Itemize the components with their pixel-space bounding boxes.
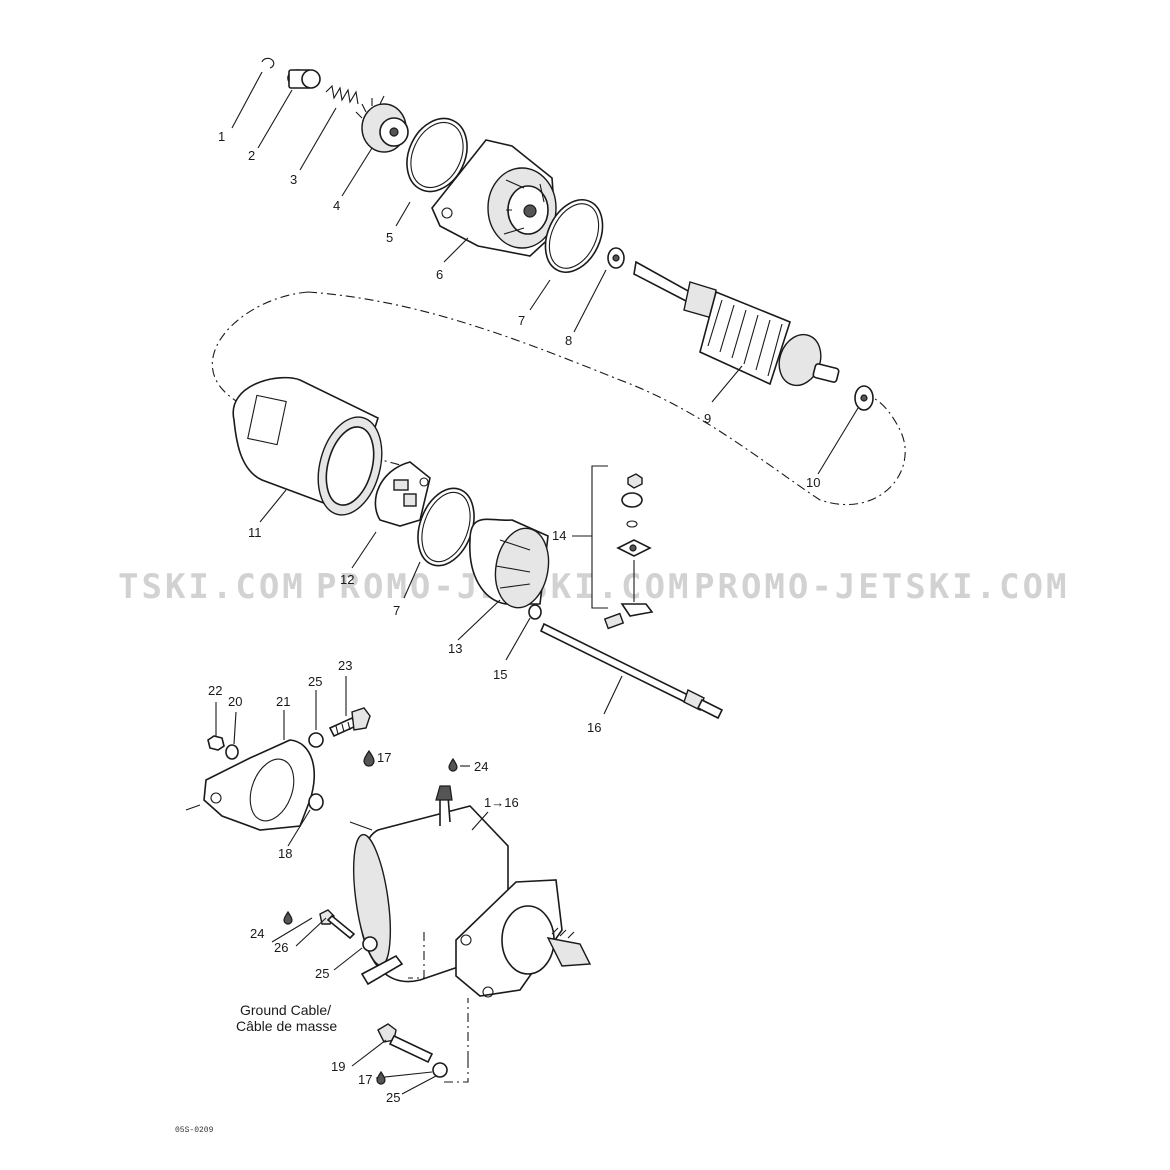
bolt-23-part	[328, 707, 371, 738]
washer-18-part	[308, 793, 324, 811]
callout-15: 15	[493, 667, 507, 682]
o-ring-part	[406, 117, 468, 193]
yoke-frame-part	[232, 376, 383, 516]
callout-4: 4	[333, 198, 340, 213]
stop-collar-part	[287, 69, 321, 89]
callout-18: 18	[278, 846, 292, 861]
end-cover-part	[469, 518, 550, 609]
loctite-drop-icon	[363, 749, 375, 767]
lock-washer-part	[225, 744, 239, 760]
callout-5: 5	[386, 230, 393, 245]
callout-19: 19	[331, 1059, 345, 1074]
watermark-right: PROMO-JETSKI.COM	[694, 567, 1070, 607]
ground-cable-lug-part	[360, 954, 404, 986]
callout-7-upper: 7	[518, 313, 525, 328]
callout-8: 8	[565, 333, 572, 348]
loctite-drop-icon	[283, 910, 293, 925]
callout-26: 26	[274, 940, 288, 955]
callout-16: 16	[587, 720, 601, 735]
circlip-part	[261, 57, 275, 69]
callout-25-upper: 25	[308, 674, 322, 689]
callout-22: 22	[208, 683, 222, 698]
spring-part	[325, 84, 359, 105]
starter-motor-assembly	[349, 785, 592, 998]
nut-part	[207, 735, 225, 751]
washer-25-upper-part	[308, 732, 324, 748]
callout-3: 3	[290, 172, 297, 187]
leader-lines	[215, 71, 859, 1095]
armature-part	[633, 260, 840, 387]
callout-23: 23	[338, 658, 352, 673]
callout-24-lower: 24	[250, 926, 264, 941]
loctite-drop-icon	[448, 757, 470, 772]
assembly-loop-line	[211, 291, 906, 506]
callout-25-lower: 25	[386, 1090, 400, 1105]
callout-13: 13	[448, 641, 462, 656]
callout-17-lower: 17	[358, 1072, 372, 1087]
callout-labels: 1 2 3 4 5 6 7 8 9 10 11 12 7 13 14 15 16…	[208, 129, 820, 1105]
brush-plate-part	[374, 461, 431, 527]
watermark-left: TSKI.COM	[118, 567, 306, 607]
through-bolt-part	[539, 622, 724, 720]
assembly-callout: 1→16	[484, 795, 519, 810]
washer-small-part	[854, 385, 874, 411]
callout-20: 20	[228, 694, 242, 709]
washer-25-lower-part	[432, 1062, 448, 1078]
mounting-bracket-part	[185, 739, 316, 831]
callout-17-upper: 17	[377, 750, 391, 765]
drive-pinion-part	[355, 95, 409, 153]
bolt-19-part	[377, 1023, 434, 1064]
ground-cable-label-en: Ground Cable/	[240, 1002, 331, 1018]
drawing-code: 05S-0209	[175, 1126, 214, 1135]
washer-25-middle-part	[362, 936, 378, 952]
drive-housing-part	[431, 139, 557, 257]
callout-14: 14	[552, 528, 566, 543]
callout-1: 1	[218, 129, 225, 144]
callout-7-lower: 7	[393, 603, 400, 618]
watermark: TSKI.COM PROMO-JETSKI.COM PROMO-JETSKI.C…	[118, 567, 1070, 607]
callout-2: 2	[248, 148, 255, 163]
callout-12: 12	[340, 572, 354, 587]
callout-25-middle: 25	[315, 966, 329, 981]
callout-11: 11	[248, 525, 262, 540]
callout-9: 9	[704, 411, 711, 426]
callout-6: 6	[436, 267, 443, 282]
callout-10: 10	[806, 475, 820, 490]
small-o-ring-part	[528, 604, 542, 620]
washer-part	[607, 247, 625, 269]
bolt-26-part	[319, 909, 356, 940]
callout-24-upper: 24	[474, 759, 488, 774]
ground-cable-label-fr: Câble de masse	[236, 1018, 337, 1034]
loctite-drop-icon	[376, 1070, 386, 1085]
callout-21: 21	[276, 694, 290, 709]
terminal-kit-part	[572, 465, 654, 630]
